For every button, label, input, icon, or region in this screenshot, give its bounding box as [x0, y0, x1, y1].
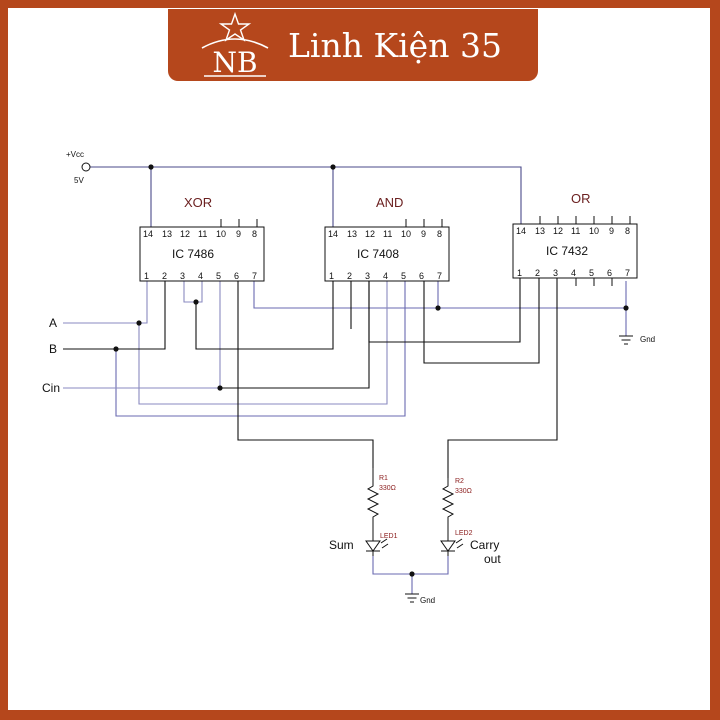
- voltage-label: 5V: [74, 176, 84, 185]
- led1: [365, 536, 389, 556]
- pin-label: 12: [553, 226, 563, 236]
- pin-label: 6: [234, 271, 239, 281]
- input-cin-branch: [220, 281, 370, 389]
- pin-label: 1: [517, 268, 522, 278]
- ground-label-bottom: Gnd: [420, 596, 435, 605]
- pin-label: 11: [383, 229, 392, 239]
- output-carry-label: Carry: [470, 538, 499, 552]
- resistor-value: 330Ω: [379, 485, 396, 492]
- pin-label: 2: [162, 271, 167, 281]
- pin-label: 14: [143, 229, 153, 239]
- pin-label: 14: [328, 229, 338, 239]
- pin-label: 8: [252, 229, 257, 239]
- input-cin-label: Cin: [42, 381, 60, 395]
- input-b-label: B: [49, 342, 57, 356]
- pin-label: 14: [516, 226, 526, 236]
- and-pin3-to-or: [368, 278, 521, 343]
- vcc-terminal: +Vcc 5V: [66, 150, 91, 185]
- xor-sum-output: [237, 281, 374, 468]
- resistor-r2: R2 330Ω: [441, 478, 472, 536]
- pin-label: 4: [571, 268, 576, 278]
- pin-label: 9: [421, 229, 426, 239]
- resistor-ref: R2: [455, 478, 464, 485]
- pin-label: 3: [180, 271, 185, 281]
- pin-label: 13: [162, 229, 172, 239]
- diagram-background: [8, 8, 710, 710]
- chip-name: IC 7486: [172, 247, 214, 261]
- pin-label: 4: [383, 271, 388, 281]
- resistor-r1: R1 330Ω: [366, 468, 396, 536]
- brand-banner: [168, 9, 538, 81]
- pin-label: 4: [198, 271, 203, 281]
- pin-label: 9: [609, 226, 614, 236]
- input-a-wire: [63, 281, 148, 324]
- chip-name: IC 7408: [357, 247, 399, 261]
- output-carry-label-line2: out: [484, 552, 501, 566]
- led-ground-wire: [372, 556, 449, 575]
- pin-label: 13: [535, 226, 545, 236]
- logo-swoosh: [201, 38, 269, 49]
- input-a-label: A: [49, 316, 57, 330]
- chip-title: AND: [376, 195, 403, 210]
- pin-label: 3: [553, 268, 558, 278]
- input-b-wire: [63, 281, 166, 350]
- star-icon: [218, 12, 252, 42]
- pin-label: 7: [437, 271, 442, 281]
- chip-or: OR IC 7432 14 13 12 11 10 9 8 1 2 3 4 5 …: [512, 191, 638, 286]
- pin-label: 10: [216, 229, 226, 239]
- pin-label: 10: [401, 229, 411, 239]
- output-sum-label: Sum: [329, 538, 354, 552]
- pin-label: 1: [144, 271, 149, 281]
- pin-label: 5: [401, 271, 406, 281]
- wire-junctions: [113, 164, 629, 577]
- chip-title: XOR: [184, 195, 212, 210]
- pin-label: 3: [365, 271, 370, 281]
- pin-label: 2: [535, 268, 540, 278]
- xor-pin3-to-and: [195, 281, 334, 350]
- pin-label: 8: [437, 229, 442, 239]
- ground-symbol-right: [619, 335, 633, 345]
- pin-label: 8: [625, 226, 630, 236]
- pin-label: 12: [365, 229, 375, 239]
- and-pin6-to-or: [423, 278, 540, 364]
- pin-label: 5: [216, 271, 221, 281]
- chip-and: AND IC 7408 14 13 12 11 10 9 8 1 2 3 4 5…: [324, 195, 450, 282]
- resistor-ref: R1: [379, 475, 388, 482]
- resistor-value: 330Ω: [455, 488, 472, 495]
- pin-label: 7: [625, 268, 630, 278]
- pin-label: 11: [571, 226, 580, 236]
- pin-label: 9: [236, 229, 241, 239]
- brand-name: Linh Kiện 35: [288, 26, 502, 65]
- led-ref: LED2: [455, 530, 473, 537]
- pin-label: 2: [347, 271, 352, 281]
- input-b-branch: [115, 281, 406, 417]
- input-a-branch: [138, 281, 388, 405]
- vcc-label: +Vcc: [66, 150, 84, 159]
- ground-symbol-bottom: [405, 593, 419, 603]
- or-carry-output: [447, 278, 558, 478]
- pin-label: 13: [347, 229, 357, 239]
- pin-label: 6: [419, 271, 424, 281]
- logo-text: NB: [212, 46, 257, 79]
- pin-label: 11: [198, 229, 207, 239]
- pin-label: 6: [607, 268, 612, 278]
- chip-xor: XOR IC 7486 14 13 12 11 10 9 8 1 2 3 4 5…: [139, 195, 265, 282]
- led-ref: LED1: [380, 533, 398, 540]
- chip-title: OR: [571, 191, 591, 206]
- xor-pin3-wire: [183, 281, 203, 303]
- ground-label-right: Gnd: [640, 335, 655, 344]
- brand-logo: NB: [201, 12, 269, 79]
- vcc-wires: [90, 166, 522, 227]
- pin-label: 7: [252, 271, 257, 281]
- chip-name: IC 7432: [546, 244, 588, 258]
- pin-label: 5: [589, 268, 594, 278]
- led2: [440, 536, 464, 556]
- pin-label: 12: [180, 229, 190, 239]
- pin-label: 10: [589, 226, 599, 236]
- pin-label: 1: [329, 271, 334, 281]
